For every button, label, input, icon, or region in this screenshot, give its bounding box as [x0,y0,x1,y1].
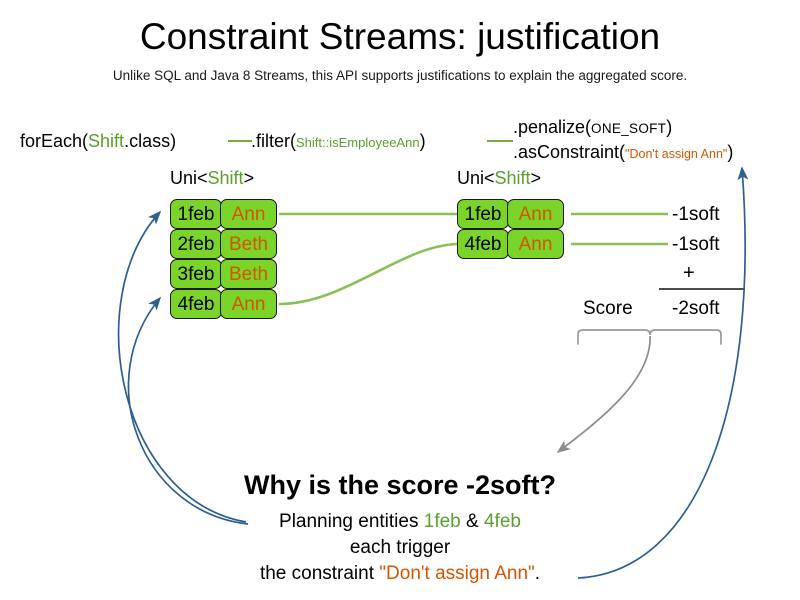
explanation-entity-b: 4feb [483,511,521,532]
explanation-entity-a: 1feb [423,511,461,532]
uni-left-type: Shift [207,168,244,188]
score-total-value: -2soft [672,298,720,319]
penalty-value: -1soft [672,234,720,255]
explanation-heading: Why is the score -2soft? [243,470,557,500]
fact-date-cell: 1feb [170,199,222,229]
explanation-line-1: Planning entities 1feb & 4feb [0,511,800,533]
page-subtitle: Unlike SQL and Java 8 Streams, this API … [112,68,688,83]
uni-right-prefix: Uni< [457,168,495,188]
fact-row: 3feb Beth [170,259,277,289]
fact-employee-cell: Beth [220,259,277,289]
uni-left-prefix: Uni< [170,168,208,188]
code-penalize-arg: ONE_SOFT [591,121,667,136]
explanation-amp: & [460,511,484,532]
fact-employee-cell: Ann [220,199,277,229]
code-filter-method: .filter( [251,131,296,151]
code-filter-suffix: ) [419,131,426,151]
page-title: Constraint Streams: justification [139,16,661,57]
fact-date-cell: 4feb [170,289,222,319]
code-connector-dash-1 [228,140,252,142]
score-brace [577,329,722,345]
fact-employee-cell: Ann [507,229,564,259]
fact-row: 1feb Ann [170,199,277,229]
fact-date-cell: 1feb [457,199,509,229]
explanation-line-3: the constraint "Don't assign Ann". [0,563,800,585]
fact-row: 4feb Ann [457,229,564,259]
code-foreach-type: Shift [88,131,125,151]
uni-right-type: Shift [494,168,531,188]
uni-caption-right: Uni<Shift> [457,168,541,189]
code-connector-dash-2 [487,140,513,142]
code-foreach: forEach(Shift.class) [20,131,176,152]
fact-employee-cell: Ann [507,199,564,229]
stream-link-4feb [278,242,458,306]
uni-right-suffix: > [530,168,542,188]
score-label: Score [583,298,633,319]
code-as-constraint-arg: "Don't assign Ann" [625,147,728,161]
fact-row: 1feb Ann [457,199,564,229]
penalty-value: -1soft [672,204,720,225]
code-filter-arg: Shift::isEmployeeAnn [296,135,420,150]
code-foreach-method: forEach( [20,131,89,151]
code-foreach-suffix: .class) [124,131,177,151]
code-penalize-suffix: ) [666,117,673,137]
explanation-constraint-name: "Don't assign Ann" [379,563,535,584]
code-as-constraint: .asConstraint("Don't assign Ann") [513,142,733,163]
sum-divider-rule [659,288,745,290]
fact-date-cell: 4feb [457,229,509,259]
fact-row: 2feb Beth [170,229,277,259]
code-penalize-method: .penalize( [513,117,592,137]
code-penalize: .penalize(ONE_SOFT) [513,117,672,138]
explanation-line-3-prefix: the constraint [259,563,380,584]
code-as-constraint-method: .asConstraint( [513,142,626,162]
code-filter: .filter(Shift::isEmployeeAnn) [251,131,426,152]
brace-to-explanation-arrow [556,335,651,454]
fact-date-cell: 2feb [170,229,222,259]
explanation-line-1-prefix: Planning entities [279,511,424,532]
uni-caption-left: Uni<Shift> [170,168,254,189]
sum-operator: + [683,262,695,284]
fact-row: 4feb Ann [170,289,277,319]
fact-employee-cell: Beth [220,229,277,259]
explanation-line-2: each trigger [349,537,451,558]
explanation-line-3-suffix: . [534,563,541,584]
fact-employee-cell: Ann [220,289,277,319]
fact-date-cell: 3feb [170,259,222,289]
uni-left-suffix: > [243,168,255,188]
code-as-constraint-suffix: ) [727,142,734,162]
